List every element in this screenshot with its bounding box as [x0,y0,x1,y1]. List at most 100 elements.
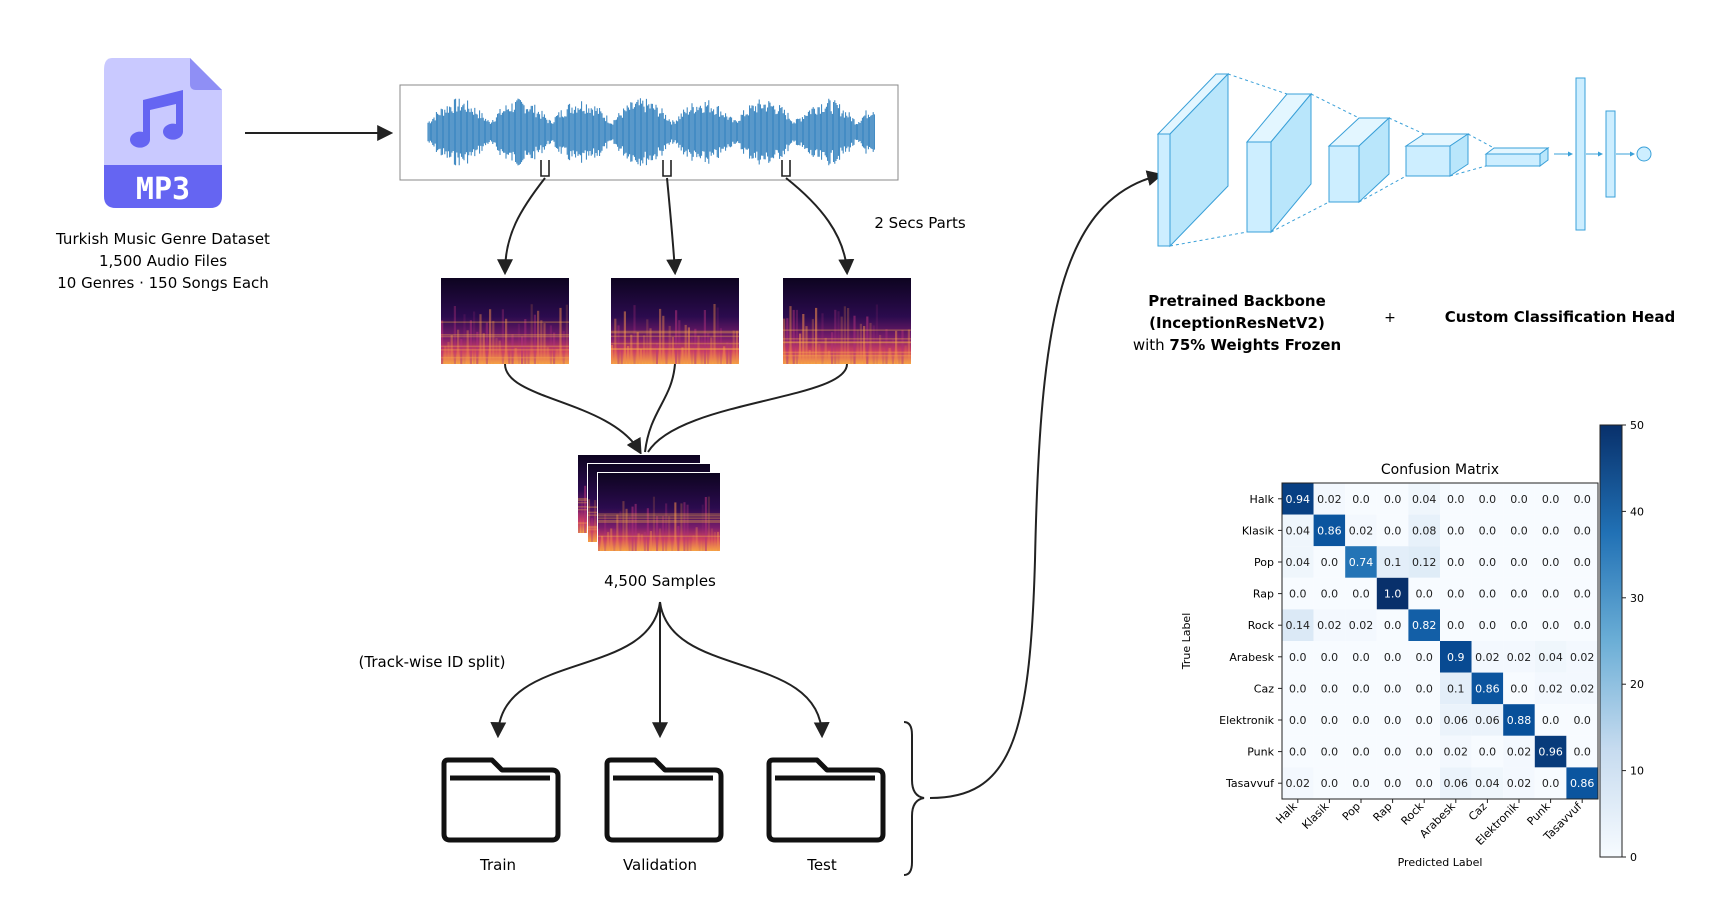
cm-value: 0.0 [1321,682,1339,695]
split-brace [903,721,925,876]
cm-cell [1282,483,1314,515]
stacked-spectrograms [577,454,721,552]
cm-value: 0.0 [1384,619,1402,632]
cm-value: 0.0 [1479,493,1497,506]
cm-cell [1345,514,1377,547]
dense-layer-2 [1605,110,1616,198]
cm-cell [1313,767,1346,799]
cm-cell [1408,767,1440,799]
cm-value: 0.0 [1573,588,1591,601]
cm-value: 0.0 [1510,682,1528,695]
cm-value: 0.0 [1447,619,1465,632]
cm-row-label: Pop [1254,556,1274,569]
cm-value: 0.0 [1510,493,1528,506]
cm-value: 0.12 [1412,556,1437,569]
cm-cell [1408,672,1440,705]
cnn-block-1 [1156,72,1230,248]
cm-value: 0.0 [1384,524,1402,537]
cm-value: 0.04 [1538,651,1563,664]
cm-cell [1376,577,1409,610]
cm-value: 0.02 [1570,682,1595,695]
backbone-line3: with 75% Weights Frozen [1133,336,1341,354]
cm-value: 0.0 [1415,651,1433,664]
cm-value: 0.0 [1321,746,1339,759]
cm-value: 0.0 [1510,619,1528,632]
cm-value: 0.88 [1507,714,1532,727]
cm-value: 0.0 [1415,682,1433,695]
cm-cell [1313,546,1346,578]
cm-value: 0.02 [1317,619,1342,632]
cm-cell [1282,641,1314,673]
cm-value: 0.0 [1384,777,1402,790]
cm-cell [1376,609,1409,641]
cm-cell [1345,641,1377,673]
cm-row-label: Rock [1248,619,1275,632]
cm-cell [1566,483,1598,515]
cm-cell [1471,672,1504,705]
cm-value: 0.0 [1479,619,1497,632]
cm-row-label: Arabesk [1229,651,1274,664]
cm-cell [1313,483,1346,515]
cm-cell [1408,577,1440,610]
cm-value: 0.0 [1384,651,1402,664]
cm-cell [1440,546,1472,578]
cm-value: 0.0 [1510,556,1528,569]
cm-colorbar-tick: 0 [1630,851,1637,864]
cm-cell [1534,546,1567,578]
cm-value: 0.02 [1349,524,1374,537]
cm-row-label: Rap [1253,588,1274,601]
cm-value: 0.02 [1317,493,1342,506]
music-note-icon [130,90,183,148]
cm-ylabel: True Label [1180,613,1193,671]
backbone-line3-prefix: with [1133,336,1170,354]
folder-train-icon [441,757,561,843]
cm-cell [1534,609,1567,641]
cm-cell [1345,609,1377,641]
cm-cell [1440,609,1472,641]
cm-cell [1503,641,1535,673]
cm-value: 0.0 [1352,651,1370,664]
folder-test-icon [766,757,886,843]
cm-value: 0.02 [1507,746,1532,759]
cm-value: 0.0 [1289,588,1307,601]
folder-label-validation: Validation [623,856,697,874]
cm-row-label: Klasik [1242,524,1275,537]
cm-cell [1313,672,1346,705]
cm-cell [1345,483,1377,515]
dense-layer-1 [1575,77,1586,231]
spectrogram-row [441,278,911,364]
cm-value: 0.1 [1384,556,1402,569]
samples-label: 4,500 Samples [604,572,716,590]
segment-arrows [497,177,855,276]
cm-col-label: Arabesk [1417,799,1458,840]
spectrogram-1 [441,278,569,364]
cm-value: 0.0 [1352,777,1370,790]
cm-cell [1440,577,1472,610]
cm-value: 0.0 [1384,493,1402,506]
cm-value: 0.0 [1352,746,1370,759]
arrow-to-model [929,170,1164,799]
cm-value: 0.06 [1444,777,1469,790]
cm-cell [1566,672,1598,705]
cm-value: 0.0 [1542,714,1560,727]
cm-value: 0.0 [1542,588,1560,601]
cm-value: 0.0 [1542,493,1560,506]
cm-frame [1281,482,1599,800]
cm-cell [1503,672,1535,705]
cm-value: 0.0 [1542,524,1560,537]
cm-value: 0.0 [1289,651,1307,664]
cm-row-label: Tasavvuf [1225,777,1275,790]
cm-value: 0.0 [1447,588,1465,601]
cm-col-label: Rock [1399,799,1427,827]
folder-label-train: Train [479,856,516,874]
cm-value: 0.04 [1412,493,1437,506]
cnn-block-5 [1484,147,1550,167]
backbone-line2: (InceptionResNetV2) [1149,314,1325,332]
cm-cell [1440,641,1472,673]
cm-cell [1313,704,1346,736]
cm-col-label: Halk [1273,799,1300,826]
cm-value: 0.0 [1384,682,1402,695]
cm-colorbar-tick: 10 [1630,765,1644,778]
cm-value: 0.0 [1415,746,1433,759]
